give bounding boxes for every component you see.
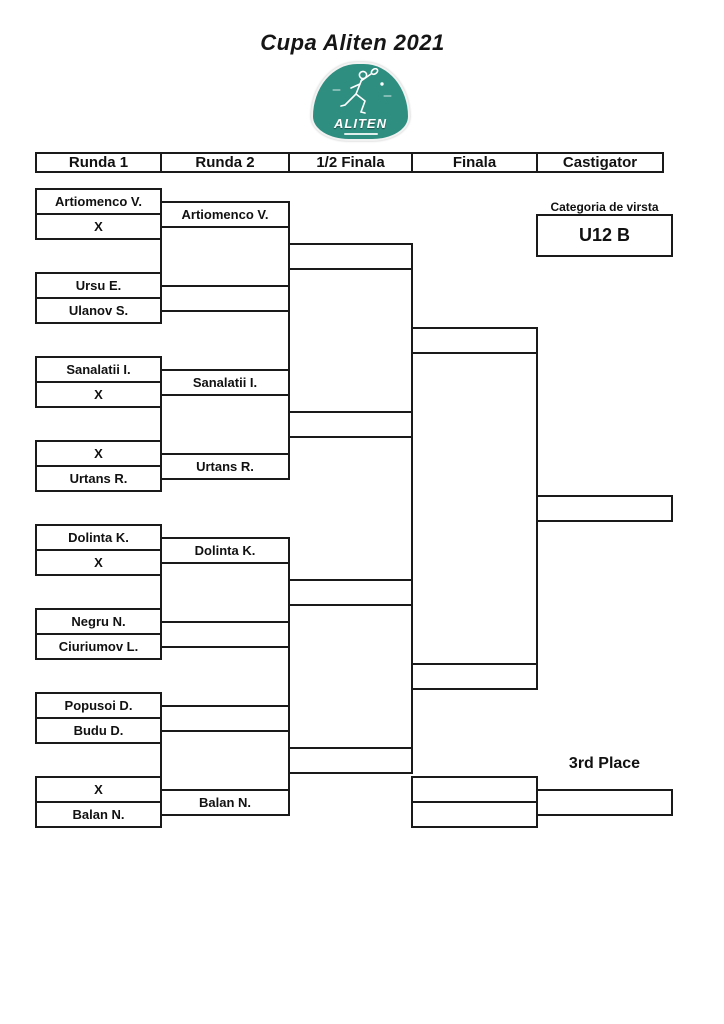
logo-wordmark: ALITEN <box>334 116 387 131</box>
player-slot: Negru N. <box>35 608 162 635</box>
round1-match-7: Popusoi D. Budu D. <box>35 692 162 744</box>
round1-match-1: Artiomenco V. X <box>35 188 162 240</box>
player-slot: Sanalatii I. <box>35 356 162 383</box>
player-slot: Balan N. <box>35 801 162 828</box>
column-header-semifinal: 1/2 Finala <box>288 152 413 173</box>
player-slot: Ulanov S. <box>35 297 162 324</box>
tennis-player-icon <box>332 68 392 114</box>
bracket-connector-sf2 <box>288 579 413 774</box>
player-slot: Urtans R. <box>35 465 162 492</box>
player-slot: Ursu E. <box>35 272 162 299</box>
round2-slot-7 <box>160 705 290 732</box>
third-place-match <box>411 776 538 828</box>
semifinal-slot-4 <box>288 747 413 774</box>
round2-slot-4: Urtans R. <box>160 453 290 480</box>
age-category-label: Categoria de virsta <box>550 200 659 214</box>
round1-match-3: Sanalatii I. X <box>35 356 162 408</box>
semifinal-slot-2 <box>288 411 413 438</box>
third-place-label: 3rd Place <box>568 755 641 772</box>
player-slot: X <box>35 381 162 408</box>
round2-slot-5: Dolinta K. <box>160 537 290 564</box>
player-slot: X <box>35 213 162 240</box>
bracket-connector-final <box>411 327 538 690</box>
round2-slot-3: Sanalatii I. <box>160 369 290 396</box>
player-slot: Artiomenco V. <box>35 188 162 215</box>
third-place-winner-slot <box>536 789 673 816</box>
round2-slot-8: Balan N. <box>160 789 290 816</box>
column-header-winner: Castigator <box>536 152 664 173</box>
logo-tagline-bar <box>343 133 378 135</box>
column-header-final: Finala <box>411 152 538 173</box>
bracket-connector-sf1 <box>288 243 413 438</box>
round1-match-4: X Urtans R. <box>35 440 162 492</box>
player-slot: X <box>35 440 162 467</box>
round1-match-5: Dolinta K. X <box>35 524 162 576</box>
round1-match-8: X Balan N. <box>35 776 162 828</box>
round2-slot-6 <box>160 621 290 648</box>
tournament-logo: ALITEN <box>311 62 410 141</box>
semifinal-slot-3 <box>288 579 413 606</box>
round2-slot-1: Artiomenco V. <box>160 201 290 228</box>
round1-match-6: Negru N. Ciuriumov L. <box>35 608 162 660</box>
champion-slot <box>536 495 673 522</box>
player-slot: Ciuriumov L. <box>35 633 162 660</box>
player-slot: X <box>35 549 162 576</box>
age-category-value: U12 B <box>536 214 673 257</box>
column-header-runda-1: Runda 1 <box>35 152 162 173</box>
player-slot: Popusoi D. <box>35 692 162 719</box>
player-slot <box>411 801 538 828</box>
round2-slot-2 <box>160 285 290 312</box>
final-slot-1 <box>411 327 538 354</box>
round1-match-2: Ursu E. Ulanov S. <box>35 272 162 324</box>
final-slot-2 <box>411 663 538 690</box>
player-slot: Budu D. <box>35 717 162 744</box>
semifinal-slot-1 <box>288 243 413 270</box>
player-slot: X <box>35 776 162 803</box>
player-slot <box>411 776 538 803</box>
player-slot: Dolinta K. <box>35 524 162 551</box>
column-header-runda-2: Runda 2 <box>160 152 290 173</box>
page-title: Cupa Aliten 2021 <box>260 30 445 55</box>
